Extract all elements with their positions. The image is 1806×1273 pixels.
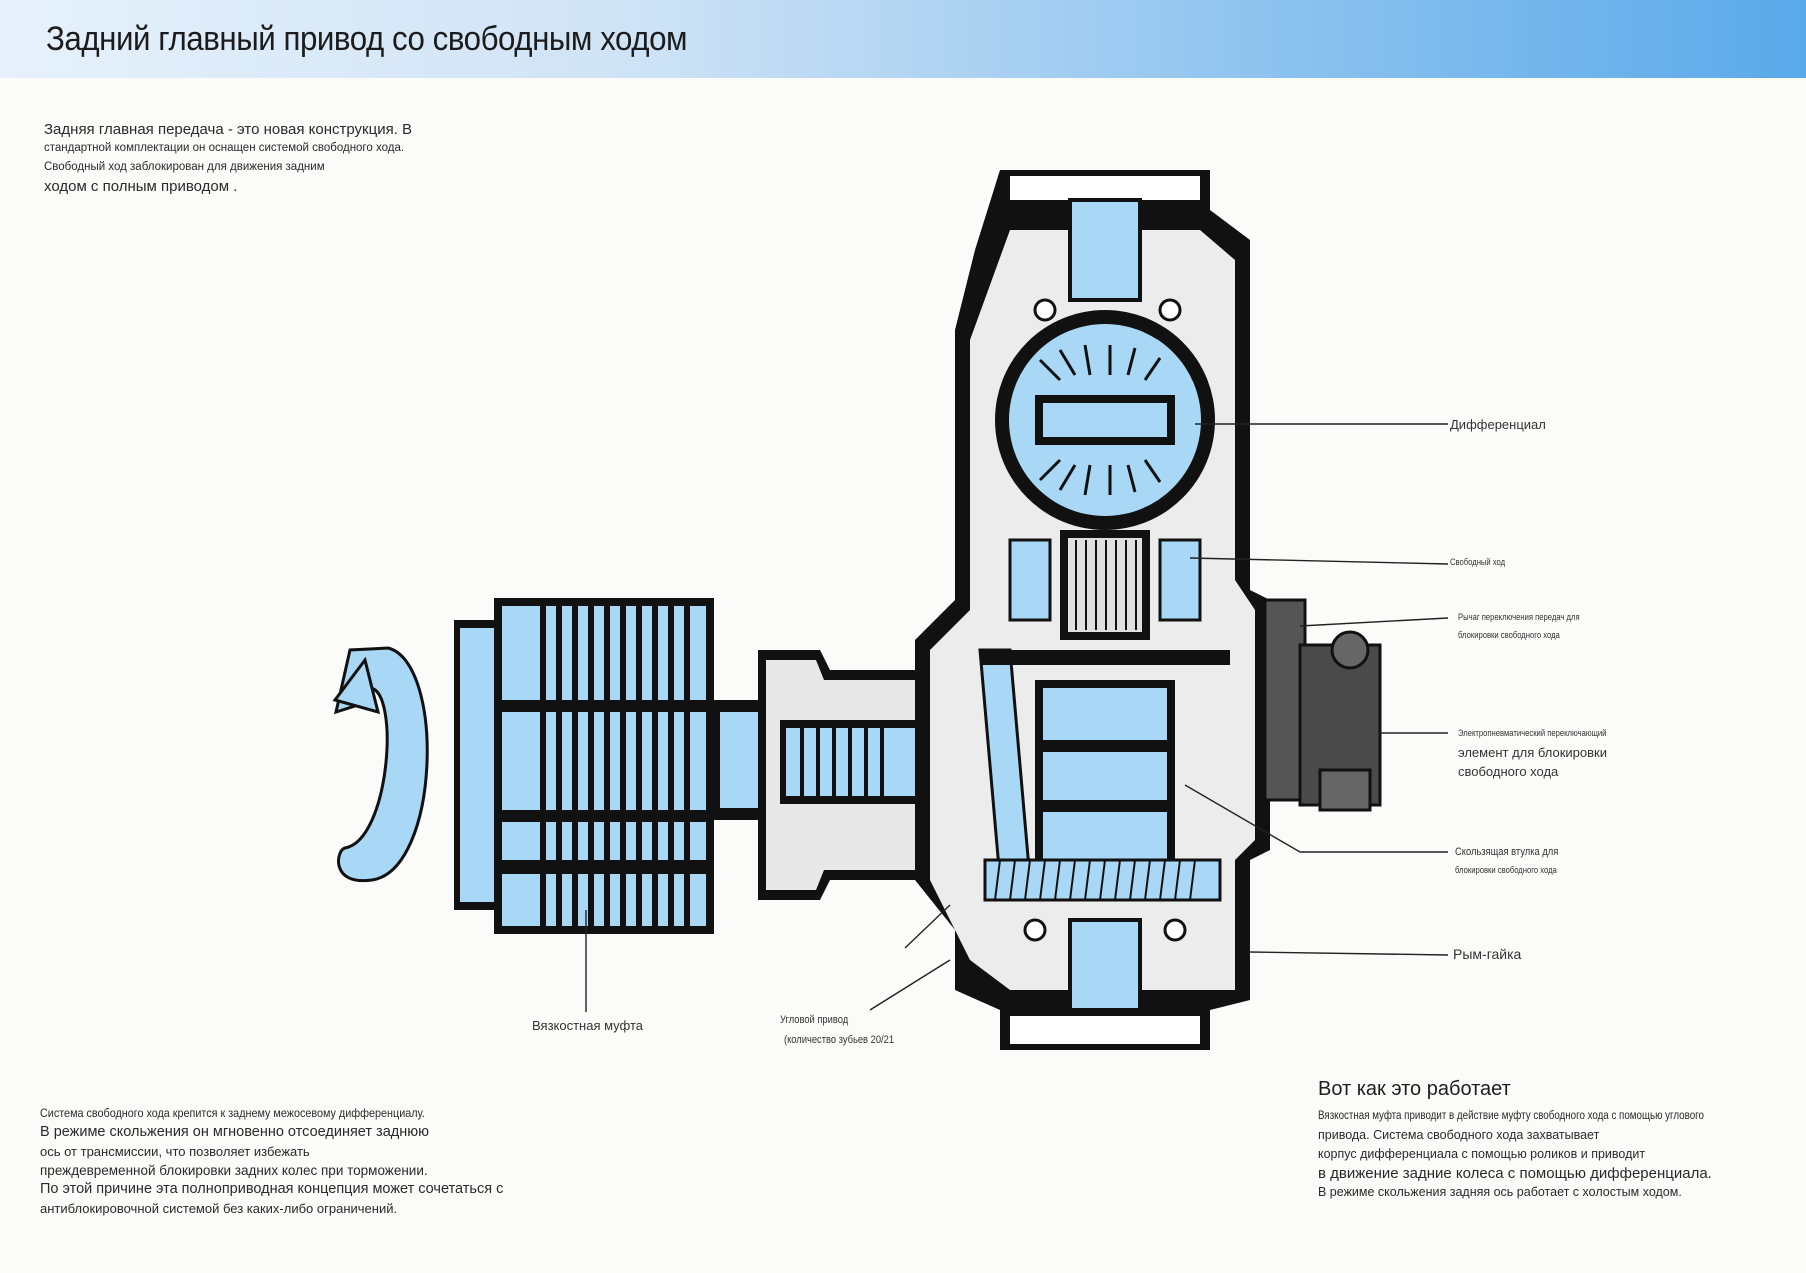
br-line-4: в движение задние колеса с помощью диффе… bbox=[1318, 1165, 1712, 1182]
label-actuator-2: элемент для блокировки bbox=[1458, 745, 1607, 760]
label-shift-lever-2: блокировки свободного хода bbox=[1458, 630, 1560, 640]
intro-line-4: ходом с полным приводом . bbox=[44, 178, 238, 195]
label-sliding-sleeve-1: Скользящая втулка для bbox=[1455, 846, 1559, 858]
label-sliding-sleeve-2: блокировки свободного хода bbox=[1455, 865, 1557, 875]
label-actuator-3: свободного хода bbox=[1458, 764, 1559, 779]
input-shaft-housing bbox=[714, 650, 960, 900]
how-it-works-heading: Вот как это работает bbox=[1318, 1078, 1511, 1100]
br-line-3: корпус дифференциала с помощью роликов и… bbox=[1318, 1147, 1646, 1161]
br-line-2: привода. Система свободного хода захваты… bbox=[1318, 1128, 1600, 1142]
page-title: Задний главный привод со свободным ходом bbox=[46, 20, 688, 58]
label-differential: Дифференциал bbox=[1450, 417, 1546, 432]
label-angle-drive-1: Угловой привод bbox=[780, 1014, 849, 1026]
bl-line-2: В режиме скольжения он мгновенно отсоеди… bbox=[40, 1124, 429, 1140]
label-shift-lever-1: Рычаг переключения передач для bbox=[1458, 612, 1580, 622]
bottom-right-text: Вот как это работает Вязкостная муфта пр… bbox=[1318, 1078, 1798, 1202]
bl-line-6: антиблокировочной системой без каких-либ… bbox=[40, 1201, 398, 1216]
intro-line-1: Задняя главная передача - это новая конс… bbox=[44, 121, 413, 138]
bl-line-3: ось от трансмиссии, что позволяет избежа… bbox=[40, 1144, 310, 1159]
intro-line-2: стандартной комплектации он оснащен сист… bbox=[44, 142, 405, 154]
electro-pneumatic-actuator bbox=[1263, 598, 1382, 812]
header-banner: Задний главный привод со свободным ходом bbox=[0, 0, 1806, 78]
br-line-5: В режиме скольжения задняя ось работает … bbox=[1318, 1185, 1682, 1199]
label-angle-drive-2: (количество зубьев 20/21 bbox=[784, 1034, 895, 1046]
intro-text: Задняя главная передача - это новая конс… bbox=[44, 120, 514, 196]
viscous-coupling bbox=[454, 598, 714, 934]
bl-line-1: Система свободного хода крепится к задне… bbox=[40, 1106, 425, 1120]
intro-line-3: Свободный ход заблокирован для движения … bbox=[44, 161, 325, 173]
label-ring-nut: Рым-гайка bbox=[1453, 946, 1522, 962]
label-freewheel: Свободный ход bbox=[1450, 557, 1506, 567]
br-line-1: Вязкостная муфта приводит в действие муф… bbox=[1318, 1110, 1704, 1122]
rotation-arrow-icon bbox=[332, 646, 429, 883]
leader-lines bbox=[585, 423, 1449, 1012]
bl-line-5: По этой причине эта полноприводная конце… bbox=[40, 1181, 504, 1197]
main-housing bbox=[915, 170, 1270, 1050]
bl-line-4: преждевременной блокировки задних колес … bbox=[40, 1163, 428, 1178]
label-viscous-coupling: Вязкостная муфта bbox=[532, 1018, 643, 1033]
bottom-left-text: Система свободного хода крепится к задне… bbox=[40, 1104, 660, 1218]
label-actuator-1: Электропневматический переключающий bbox=[1458, 728, 1607, 738]
